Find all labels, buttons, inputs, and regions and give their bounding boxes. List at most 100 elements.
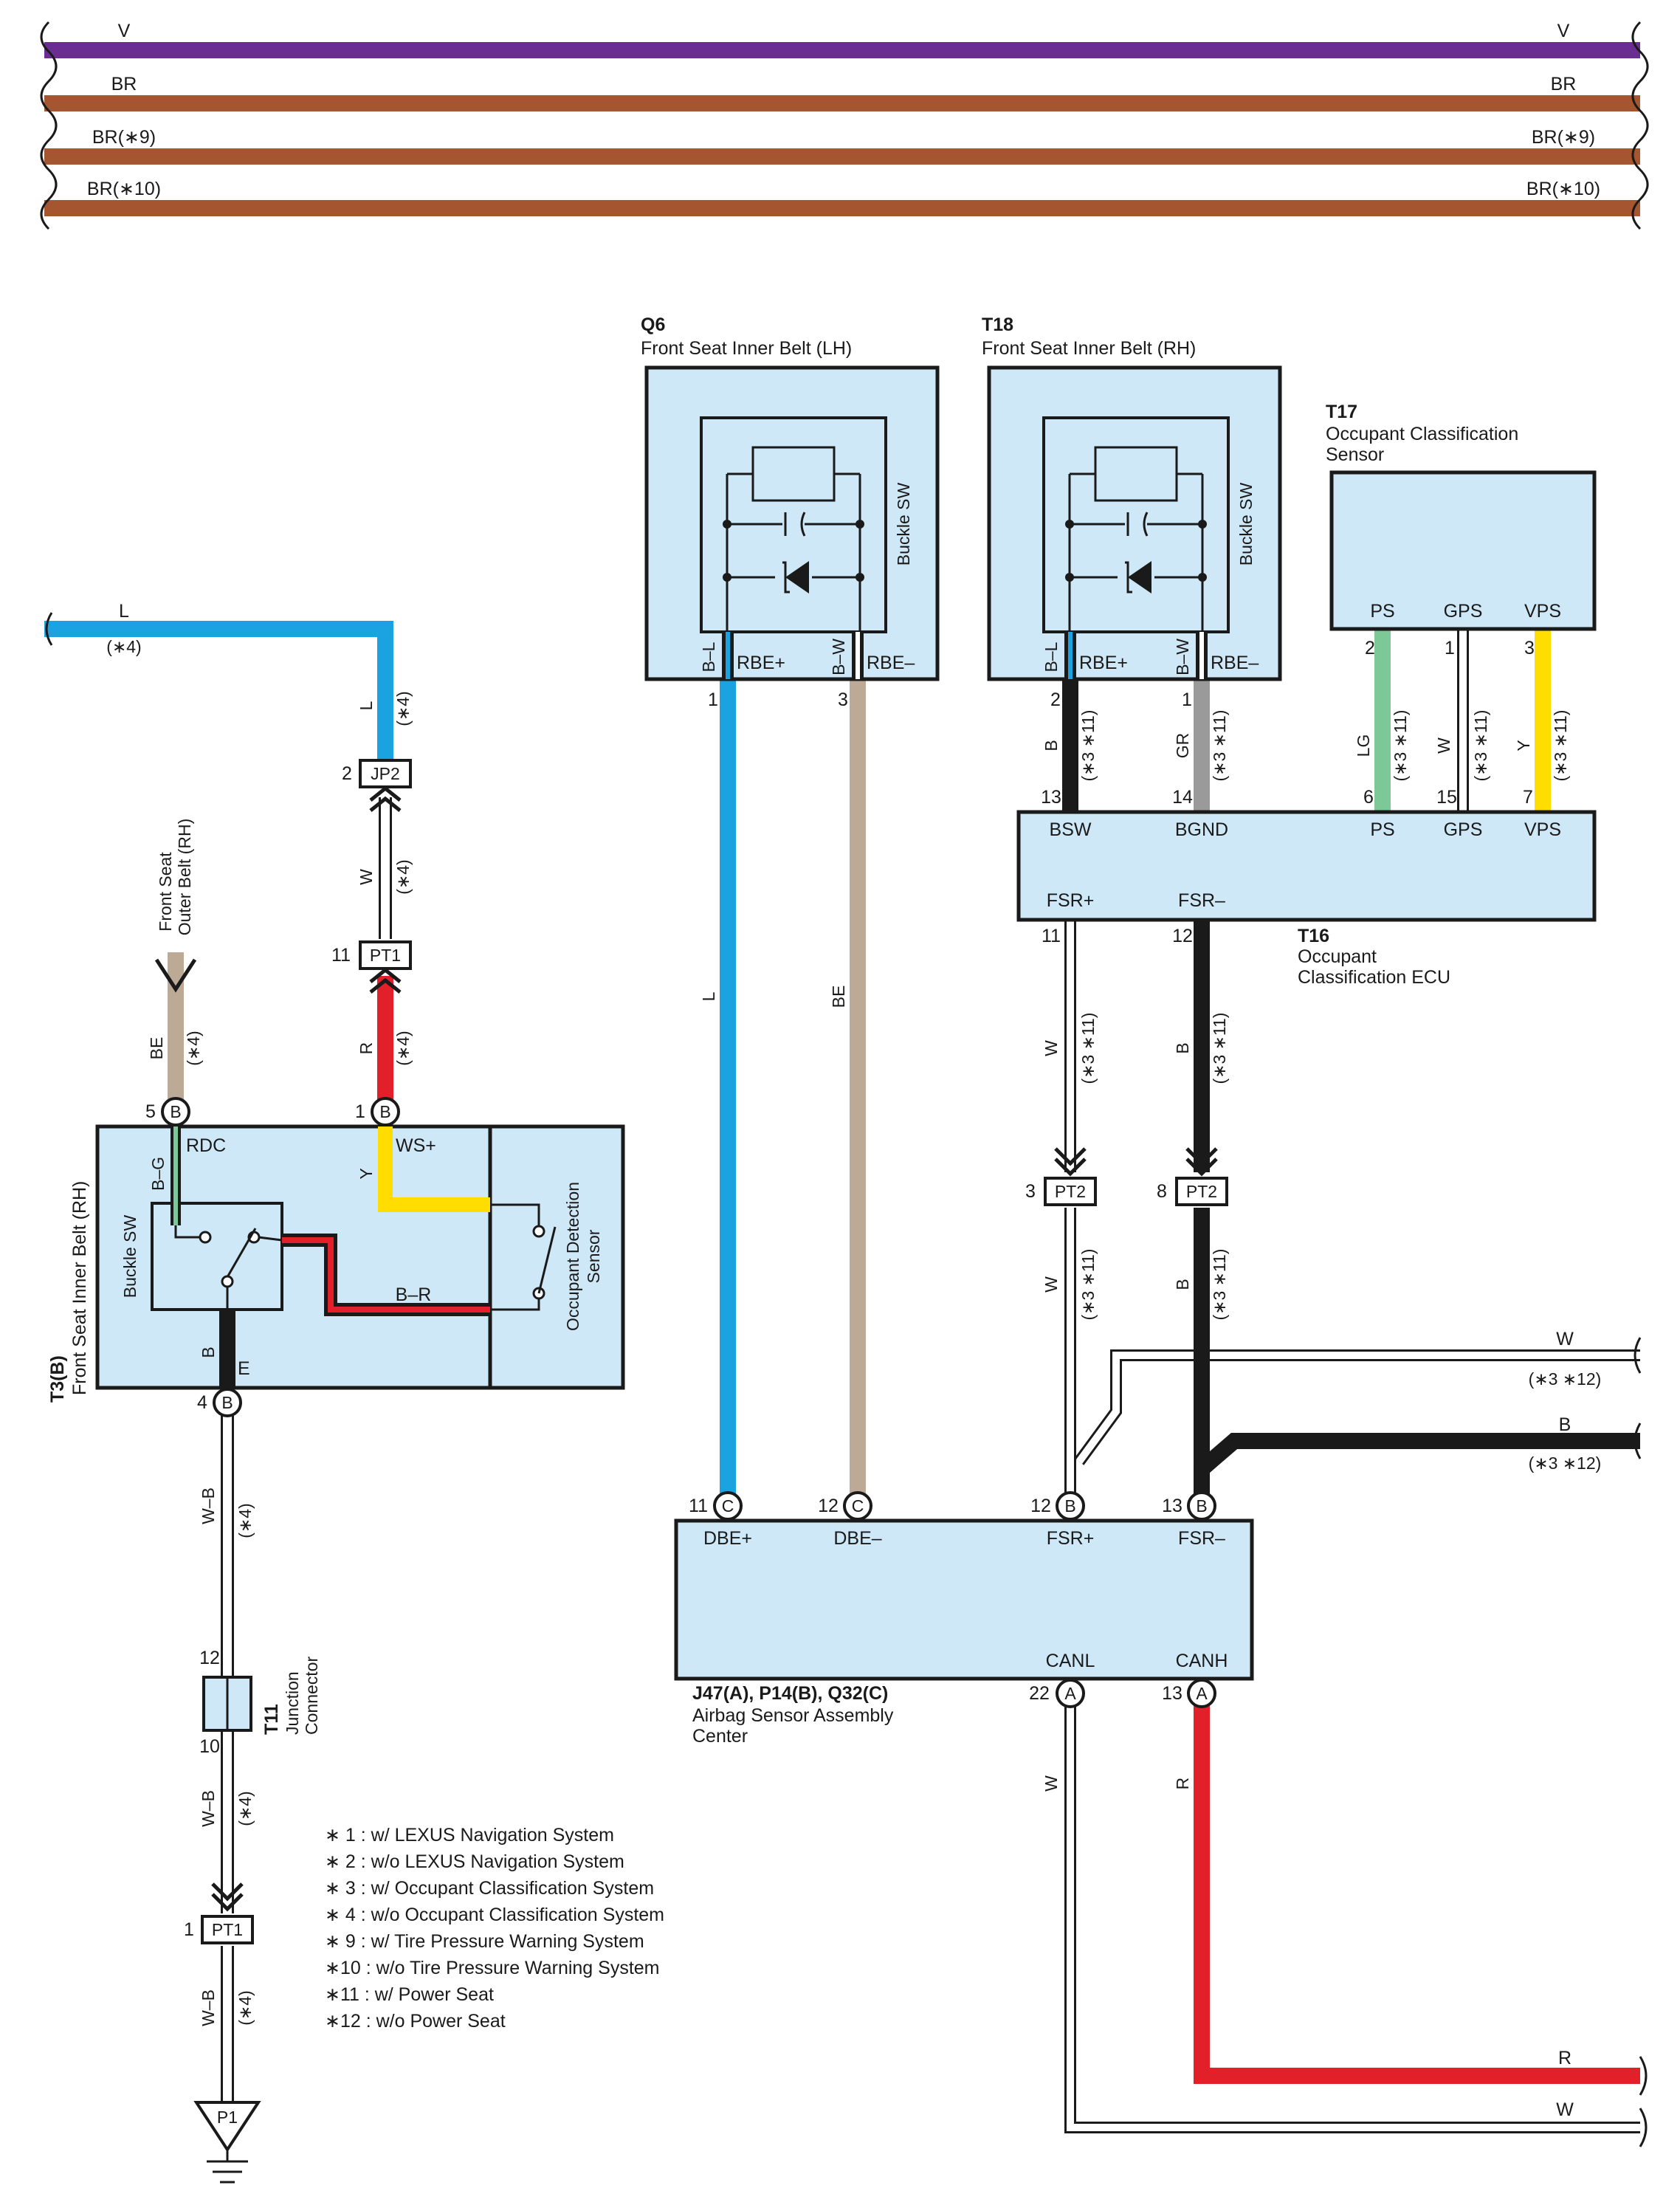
wire-label: BR(∗9) [1532, 127, 1595, 148]
component-id: T18 [982, 314, 1013, 335]
pin-label: FSR– [1178, 1528, 1225, 1549]
pin-number: 10 [199, 1736, 220, 1757]
wire-label: W [1556, 2099, 1574, 2120]
break-mark-right [1631, 21, 1649, 230]
pin-connector [843, 1491, 872, 1521]
wire-label: BE [147, 1037, 166, 1060]
component-name: Occupant Classification [1326, 424, 1518, 444]
wire-note: (∗4) [106, 637, 141, 656]
pin-label: BGND [1175, 819, 1228, 840]
wire-code: Y [357, 1168, 376, 1179]
pin-label: FSR+ [1047, 1528, 1095, 1549]
break-mark-left [40, 21, 58, 230]
connector-label: JP2 [371, 764, 400, 783]
outer-belt-arrow [154, 958, 197, 993]
component-t18: T18 Front Seat Inner Belt (RH) Buckle SW… [982, 314, 1282, 710]
switch-label: Buckle SW [894, 482, 913, 565]
wire-note: (∗3 ∗11) [1391, 710, 1410, 782]
pin-label: FSR+ [1047, 890, 1095, 911]
pin-connector-letter: C [722, 1496, 734, 1516]
wire-canl-w-inner [1067, 1705, 1640, 2131]
wire-code: B–W [1173, 639, 1192, 675]
wire-note: (∗4) [235, 1791, 255, 1826]
pin-number: 13 [1041, 787, 1061, 808]
wire-note: (∗4) [235, 1990, 255, 2025]
pin-connector [371, 1097, 400, 1126]
wire-label: V [1557, 21, 1570, 41]
wire-note: (∗3 ∗11) [1210, 1013, 1229, 1084]
pin-number: 13 [1162, 1496, 1182, 1516]
wire-l-blue [44, 621, 393, 760]
component-name: Center [692, 1726, 748, 1747]
pin-number: 14 [1172, 787, 1193, 808]
note-item: ∗11 : w/ Power Seat [325, 1984, 494, 2005]
pin-label: PS [1370, 819, 1394, 840]
wire-label: GR [1173, 733, 1192, 759]
pin-number: 12 [199, 1648, 220, 1668]
wire-label: L [699, 991, 718, 1001]
wire-label: R [1173, 1778, 1192, 1790]
pin-number: 11 [689, 1496, 708, 1516]
wire-label: R [357, 1042, 376, 1055]
pin-number: 1 [355, 1101, 365, 1122]
pin-number: 5 [145, 1101, 156, 1122]
wire-note: (∗3 ∗11) [1210, 710, 1229, 782]
pin-connector [713, 1491, 743, 1521]
wire-note: (∗4) [393, 691, 413, 726]
wire-label: W–B [199, 1790, 218, 1827]
pin-label: CANH [1176, 1651, 1228, 1671]
wire-label: W [1042, 1775, 1061, 1792]
wire-label: B [1042, 740, 1061, 751]
component-name: Junction [283, 1671, 302, 1735]
pin-label: RBE+ [1079, 653, 1128, 673]
pin-connector [161, 1097, 190, 1126]
wire-right-w-inner [1075, 1352, 1640, 1464]
component-name: Sensor [1326, 444, 1384, 465]
wire-code: B–W [829, 639, 848, 675]
note-item: ∗12 : w/o Power Seat [325, 2011, 506, 2032]
component-name: Occupant [1298, 946, 1377, 967]
wire-label: W [1556, 1329, 1574, 1349]
sensor-label: Sensor [584, 1229, 603, 1283]
wire-label: B [1173, 1042, 1192, 1053]
pin-connector-letter: A [1196, 1684, 1208, 1703]
wire-code: B [199, 1346, 218, 1358]
pin-label: VPS [1524, 601, 1561, 622]
pin-number: 13 [1162, 1683, 1182, 1704]
pin-number: 2 [342, 763, 352, 784]
pin-connector-letter: B [379, 1102, 390, 1121]
pin-number: 7 [1523, 787, 1533, 808]
pin-number: 1 [184, 1919, 194, 1940]
wire-label: BE [829, 985, 848, 1008]
component-id: T11 [261, 1704, 282, 1735]
component-id: Q6 [641, 314, 665, 335]
connector-jp2: JP2 2 [342, 759, 412, 812]
wire-note: (∗3 ∗12) [1529, 1454, 1602, 1473]
pin-number: 3 [838, 689, 848, 710]
pin-number: 8 [1157, 1181, 1167, 1202]
pin-number: 15 [1436, 787, 1457, 808]
pin-connector-letter: C [852, 1496, 864, 1516]
pin-label: CANL [1046, 1651, 1095, 1671]
pin-label: VPS [1524, 819, 1561, 840]
pin-number: 1 [1182, 689, 1192, 710]
pin-number: 4 [197, 1392, 207, 1413]
pin-label: FSR– [1178, 890, 1225, 911]
break-mark [45, 612, 53, 646]
pin-number: 3 [1524, 638, 1535, 658]
switch-label: Buckle SW [1236, 482, 1256, 565]
connector-pt1-bottom: PT1 1 [184, 1882, 254, 1944]
wire-note: (∗4) [184, 1031, 203, 1065]
wire-label: W [357, 869, 376, 885]
pin-label: GPS [1444, 601, 1483, 622]
pin-connector-letter: A [1064, 1684, 1076, 1703]
wire-label: W–B [199, 1989, 218, 2026]
connector-label: PT1 [370, 946, 401, 965]
pin-number: 6 [1363, 787, 1374, 808]
wire-label: BR(∗10) [1526, 179, 1600, 199]
wire-note: (∗3 ∗11) [1210, 1249, 1229, 1321]
component-id: J47(A), P14(B), Q32(C) [692, 1683, 888, 1704]
component-id: T3(B) [47, 1355, 68, 1403]
component-t3: Buckle SW Occupant Detection Sensor RDC … [47, 1097, 625, 1417]
